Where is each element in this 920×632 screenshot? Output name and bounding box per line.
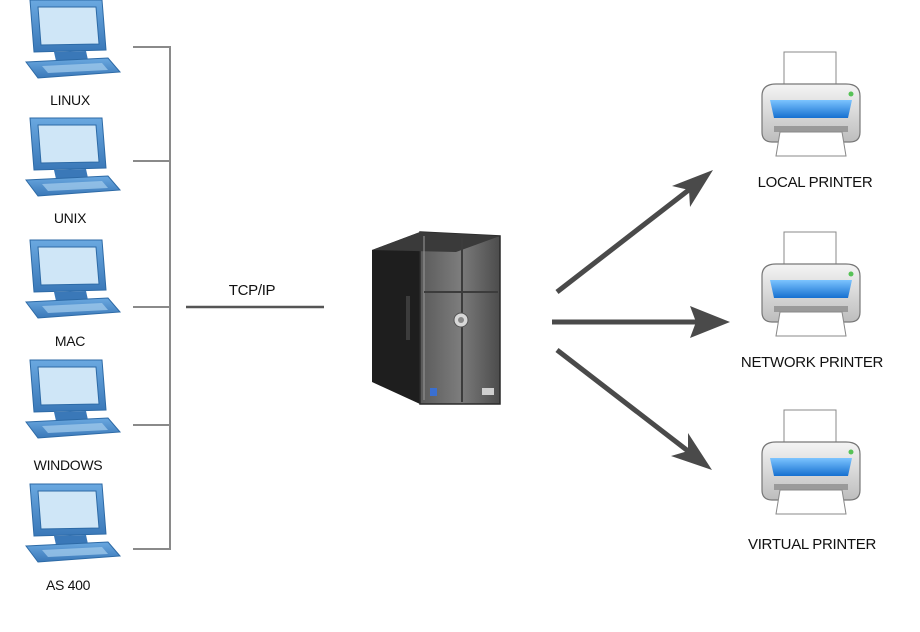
desktop-computer-icon: [25, 0, 121, 79]
client-bus-lines: [133, 46, 171, 550]
client-label-unix: UNIX: [53, 210, 87, 226]
connection-label: TCP/IP: [228, 282, 276, 299]
printer-label-network: NETWORK PRINTER: [740, 354, 884, 371]
printer-icon: [761, 231, 861, 337]
printer-icon: [761, 51, 861, 157]
desktop-computer-icon: [25, 483, 121, 563]
printer-icon: [761, 409, 861, 515]
printer-label-local: LOCAL PRINTER: [757, 174, 873, 191]
output-arrows: [552, 170, 730, 470]
client-label-mac: MAC: [54, 333, 86, 349]
client-label-linux: LINUX: [50, 92, 90, 108]
client-label-windows: WINDOWS: [33, 457, 103, 473]
desktop-computer-icon: [25, 239, 121, 319]
printer-label-virtual: VIRTUAL PRINTER: [747, 536, 877, 553]
desktop-computer-icon: [25, 359, 121, 439]
desktop-computer-icon: [25, 117, 121, 197]
tower-server-icon: [372, 231, 501, 405]
client-label-as400: AS 400: [45, 577, 91, 593]
